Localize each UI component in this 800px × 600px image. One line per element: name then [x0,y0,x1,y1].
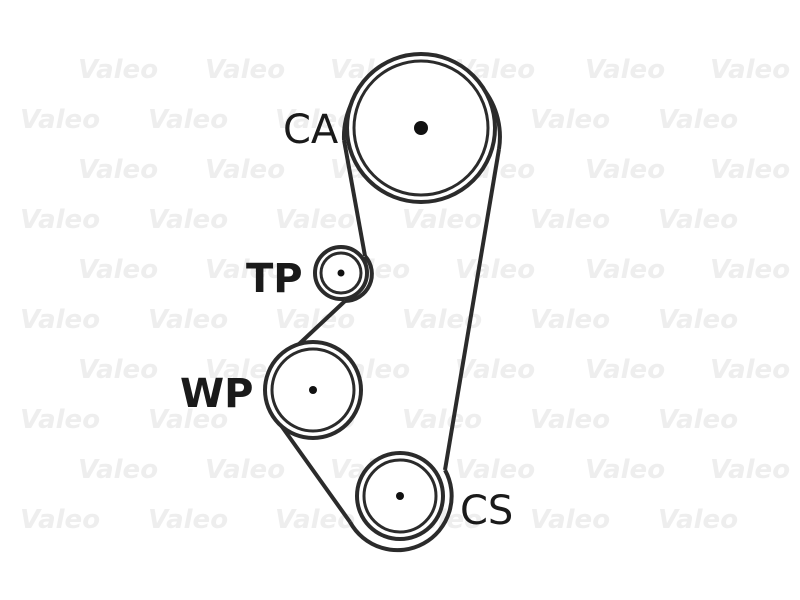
watermark-text: Valeo [275,105,355,135]
tensioner-pulley-inner [319,251,363,295]
crankshaft-hub-dot [396,492,404,500]
water-pump-hub-dot [309,386,317,394]
watermark-text: Valeo [658,305,738,335]
watermark-text: Valeo [710,355,790,385]
watermark-text: Valeo [78,55,158,85]
watermark-text: Valeo [455,455,535,485]
camshaft-pulley-inner [352,59,490,197]
belt-right-span [443,148,501,471]
watermark-text: Valeo [658,405,738,435]
watermark-text: Valeo [148,405,228,435]
watermark-text: Valeo [20,405,100,435]
belt-crankshaft-wrap [348,469,454,553]
watermark-text: Valeo [205,255,285,285]
camshaft-pulley [345,52,497,204]
watermark-text: Valeo [585,255,665,285]
watermark-text: Valeo [20,505,100,535]
watermark-text: Valeo [20,105,100,135]
watermark-text: Valeo [710,55,790,85]
watermark-text: Valeo [710,455,790,485]
belt-left-span-upper [342,139,367,257]
watermark-text: Valeo [205,55,285,85]
watermark-layer: Valeo Valeo Valeo Valeo Valeo Valeo Vale… [20,55,790,535]
watermark-text: Valeo [710,255,790,285]
watermark-text: Valeo [455,255,535,285]
watermark-text: Valeo [658,105,738,135]
watermark-text: Valeo [78,355,158,385]
watermark-text: Valeo [585,155,665,185]
watermark-text: Valeo [530,305,610,335]
tensioner-label: TP [246,256,303,302]
watermark-text: Valeo [20,305,100,335]
watermark-text: Valeo [585,55,665,85]
water-pump-pulley-inner [270,347,356,433]
watermark-text: Valeo [148,205,228,235]
belt-tensioner-wrap [344,254,374,303]
camshaft-label: CA [283,107,339,153]
watermark-text: Valeo [658,505,738,535]
camshaft-hub-dot [414,121,428,135]
watermark-text: Valeo [148,505,228,535]
belt-tp-wp-span [296,299,347,347]
crankshaft-pulley-inner [362,458,438,534]
watermark-text: Valeo [205,155,285,185]
watermark-text: Valeo [530,205,610,235]
watermark-text: Valeo [710,155,790,185]
watermark-text: Valeo [20,205,100,235]
water-pump-label: WP [180,371,253,417]
water-pump-pulley [263,340,363,440]
belt-wp-cs-span [278,422,352,524]
watermark-text: Valeo [455,355,535,385]
watermark-text: Valeo [275,205,355,235]
watermark-text: Valeo [402,405,482,435]
watermark-text: Valeo [402,205,482,235]
watermark-text: Valeo [530,405,610,435]
watermark-text: Valeo [530,105,610,135]
crankshaft-pulley [355,451,445,541]
watermark-text: Valeo [658,205,738,235]
tensioner-pulley [313,245,369,301]
tensioner-hub-dot [337,269,345,277]
watermark-text: Valeo [205,455,285,485]
watermark-text: Valeo [148,305,228,335]
watermark-text: Valeo [78,455,158,485]
watermark-text: Valeo [78,155,158,185]
watermark-text: Valeo [585,455,665,485]
watermark-text: Valeo [530,505,610,535]
watermark-text: Valeo [585,355,665,385]
watermark-text: Valeo [78,255,158,285]
crankshaft-label: CS [460,488,513,534]
watermark-text: Valeo [148,105,228,135]
